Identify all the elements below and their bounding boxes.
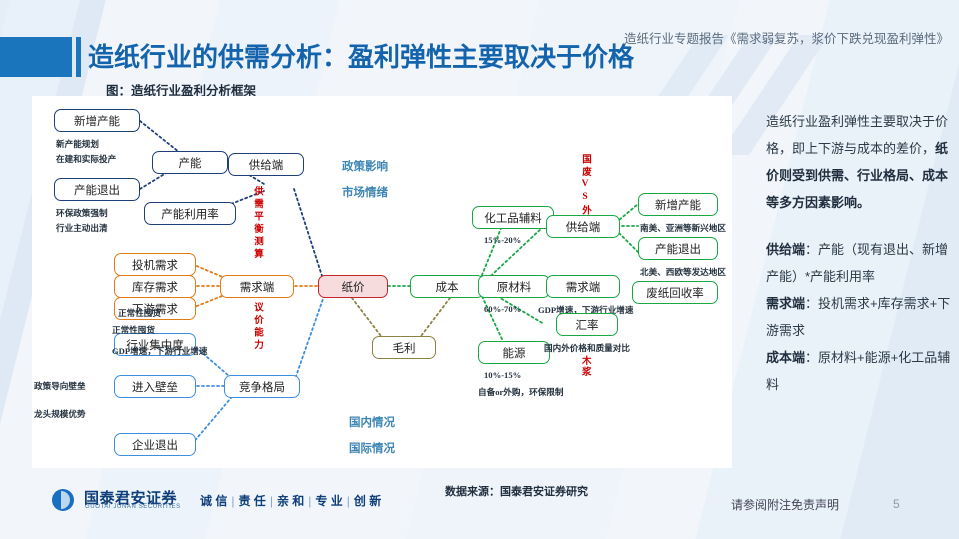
node-exchange-rate[interactable]: 汇率 <box>556 313 618 336</box>
node-capacity[interactable]: 产能 <box>152 151 228 174</box>
diagram-canvas: 新增产能 新产能规划 在建和实际投产 产能退出 环保政策强制 行业主动出清 产能… <box>32 96 732 468</box>
annotation-demand-right-note: GDP增速，下游行业增速 <box>538 305 634 315</box>
node-gross-profit[interactable]: 毛利 <box>372 336 436 359</box>
node-supply-side-left[interactable]: 供给端 <box>228 153 304 176</box>
node-demand-side-right[interactable]: 需求端 <box>546 275 620 298</box>
annotation-gdp-growth: GDP增速，下游行业增速 <box>112 346 208 356</box>
data-source-note: 数据来源：国泰君安证券研究 <box>445 486 588 498</box>
commentary-p1-bold: 纸价则受到供需、行业格局、成本等多方因素影响。 <box>766 141 949 210</box>
annotation-leader-scale: 龙头规模优势 <box>34 409 86 419</box>
node-cost[interactable]: 成本 <box>410 275 484 298</box>
commentary-supply-label: 供给端 <box>766 242 806 257</box>
commentary-paragraph-supply: 供给端：产能（现有退出、新增产能）*产能利用率 <box>766 236 952 290</box>
company-name-cn: 国泰君安证券 <box>84 490 178 507</box>
annotation-emerging-regions: 南美、亚洲等新兴地区 <box>640 223 726 233</box>
annotation-energy-pct: 10%-15% <box>484 370 522 380</box>
node-supply-side-right[interactable]: 供给端 <box>546 215 620 238</box>
slide-header: 造纸行业的供需分析：盈利弹性主要取决于价格 <box>0 37 959 82</box>
node-industry-concentration[interactable]: 行业集中度 <box>114 333 196 356</box>
commentary-panel: 造纸行业盈利弹性主要取决于价格，即上下游与成本的差价，纸价则受到供需、行业格局、… <box>766 108 952 398</box>
annotation-raw-material-pct: 60%-70% <box>484 304 522 314</box>
company-logo-icon <box>52 489 74 511</box>
commentary-demand-label: 需求端 <box>766 296 806 311</box>
company-slogan: 诚 信|责 任|亲 和|专 业|创 新 <box>200 494 382 508</box>
annotation-policy-barrier: 政策导向壁垒 <box>34 381 86 391</box>
annotation-fx-note: 国内外价格和质量对比 <box>544 343 630 353</box>
label-wood-pulp: 木浆 <box>582 357 592 378</box>
label-market-sentiment: 市场情绪 <box>342 187 388 199</box>
node-entry-barrier[interactable]: 进入壁垒 <box>114 375 196 398</box>
annotation-chemical-pct: 15%-20% <box>484 235 522 245</box>
company-name-en: GUOTAI JUNAN SECURITIES <box>85 504 181 510</box>
node-capacity-exit-left[interactable]: 产能退出 <box>54 178 140 201</box>
header-accent-bar <box>76 37 81 77</box>
annotation-industry-clear: 行业主动出清 <box>56 223 108 233</box>
label-policy-impact: 政策影响 <box>342 161 388 173</box>
annotation-new-capacity-plan: 新产能规划 <box>56 139 99 149</box>
label-supply-demand-balance: 供需平衡测算 <box>252 186 262 261</box>
node-demand-side-left[interactable]: 需求端 <box>220 275 294 298</box>
node-capacity-exit-right[interactable]: 产能退出 <box>638 237 718 260</box>
node-competition-pattern[interactable]: 竞争格局 <box>224 375 300 398</box>
commentary-paragraph-cost: 成本端：原材料+能源+化工品辅料 <box>766 344 952 398</box>
label-domestic-situation: 国内情况 <box>349 417 395 429</box>
node-waste-paper-recovery[interactable]: 废纸回收率 <box>632 281 718 304</box>
figure-caption: 图：造纸行业盈利分析框架 <box>106 84 257 98</box>
annotation-inventory-stocking: 正常性囤货 <box>112 325 155 335</box>
node-inventory-demand[interactable]: 库存需求 <box>114 275 196 298</box>
page-number: 5 <box>893 497 900 511</box>
annotation-energy-note: 自备or外购，环保限制 <box>478 387 564 397</box>
commentary-cost-label: 成本端 <box>766 350 806 365</box>
label-domestic-vs-imported-waste: 国废VS外废 <box>580 154 590 230</box>
node-downstream-demand[interactable]: 下游需求 <box>114 297 196 320</box>
node-raw-material[interactable]: 原材料 <box>478 275 550 298</box>
disclaimer-note: 请参阅附注免责声明 <box>731 498 840 512</box>
node-chemical-auxiliary[interactable]: 化工品辅料 <box>472 206 554 229</box>
commentary-spacer <box>766 216 952 236</box>
label-bargaining-power: 议价能力 <box>252 302 262 352</box>
node-speculative-demand[interactable]: 投机需求 <box>114 253 196 276</box>
annotation-new-capacity-build: 在建和实际投产 <box>56 154 117 164</box>
annotation-developed-regions: 北美、西欧等发达地区 <box>640 267 726 277</box>
node-paper-price[interactable]: 纸价 <box>318 275 388 298</box>
node-capacity-utilization[interactable]: 产能利用率 <box>144 202 236 225</box>
annotation-env-policy: 环保政策强制 <box>56 208 108 218</box>
commentary-paragraph-demand: 需求端：投机需求+库存需求+下游需求 <box>766 290 952 344</box>
commentary-supply-text: ：产能（现有退出、新增产能）*产能利用率 <box>766 242 949 284</box>
annotation-normal-stocking: 正常性囤货 <box>118 308 161 318</box>
node-new-capacity-right[interactable]: 新增产能 <box>638 193 718 216</box>
node-enterprise-exit[interactable]: 企业退出 <box>114 433 196 456</box>
node-energy[interactable]: 能源 <box>478 341 550 364</box>
page-title: 造纸行业的供需分析：盈利弹性主要取决于价格 <box>88 42 635 72</box>
label-international-situation: 国际情况 <box>349 443 395 455</box>
commentary-paragraph-1: 造纸行业盈利弹性主要取决于价格，即上下游与成本的差价，纸价则受到供需、行业格局、… <box>766 108 952 216</box>
commentary-cost-text: ：原材料+能源+化工品辅料 <box>766 350 951 392</box>
header-accent-square <box>0 37 72 77</box>
commentary-demand-text: ：投机需求+库存需求+下游需求 <box>766 296 951 338</box>
node-new-capacity-left[interactable]: 新增产能 <box>54 109 140 132</box>
header-subtitle: 造纸行业专题报告《需求弱复苏，浆价下跌兑现盈利弹性》 <box>623 32 949 46</box>
commentary-p1-normal: 造纸行业盈利弹性主要取决于价格，即上下游与成本的差价， <box>766 114 949 156</box>
